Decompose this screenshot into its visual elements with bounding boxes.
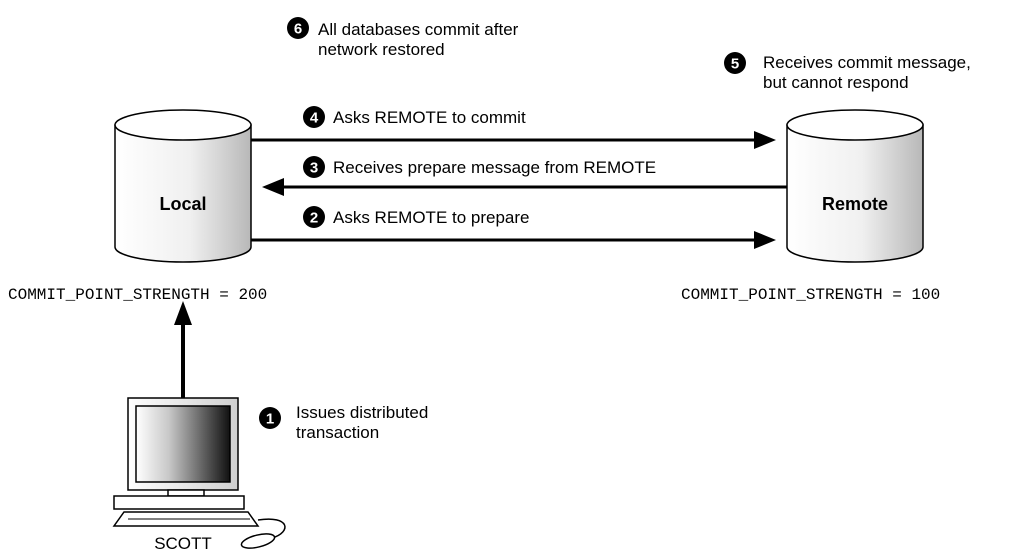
step-6-text-line2: network restored [318,40,445,59]
svg-text:5: 5 [731,56,739,73]
client-label: SCOTT [154,534,212,553]
svg-text:2: 2 [310,210,318,227]
step-5-text-line2: but cannot respond [763,73,909,92]
step-2-text: Asks REMOTE to prepare [333,208,530,227]
step-1-badge: 1 [259,407,281,429]
step-5-text-line1: Receives commit message, [763,53,971,72]
step-4-badge: 4 [303,106,325,128]
svg-text:6: 6 [294,21,302,38]
svg-text:3: 3 [310,160,318,177]
step-3-badge: 3 [303,156,325,178]
arrow-ask-commit [251,131,776,149]
arrow-receive-prepare [262,178,787,196]
step-5-badge: 5 [724,52,746,74]
remote-commit-point-strength: COMMIT_POINT_STRENGTH = 100 [681,286,940,304]
local-commit-point-strength: COMMIT_POINT_STRENGTH = 200 [8,286,267,304]
local-database-icon [114,109,252,263]
remote-database-label: Remote [822,194,888,214]
remote-database-icon [786,109,924,263]
step-1-text-line2: transaction [296,423,379,442]
step-1-text-line1: Issues distributed [296,403,428,422]
step-3-text: Receives prepare message from REMOTE [333,158,656,177]
step-2-badge: 2 [303,206,325,228]
arrow-client-to-local [174,301,192,400]
svg-text:4: 4 [310,110,319,127]
workstation-icon [112,397,286,549]
step-4-text: Asks REMOTE to commit [333,108,526,127]
step-6-text-line1: All databases commit after [318,20,519,39]
local-database-label: Local [159,194,206,214]
arrow-ask-prepare [251,231,776,249]
svg-text:1: 1 [266,411,274,428]
step-6-badge: 6 [287,17,309,39]
